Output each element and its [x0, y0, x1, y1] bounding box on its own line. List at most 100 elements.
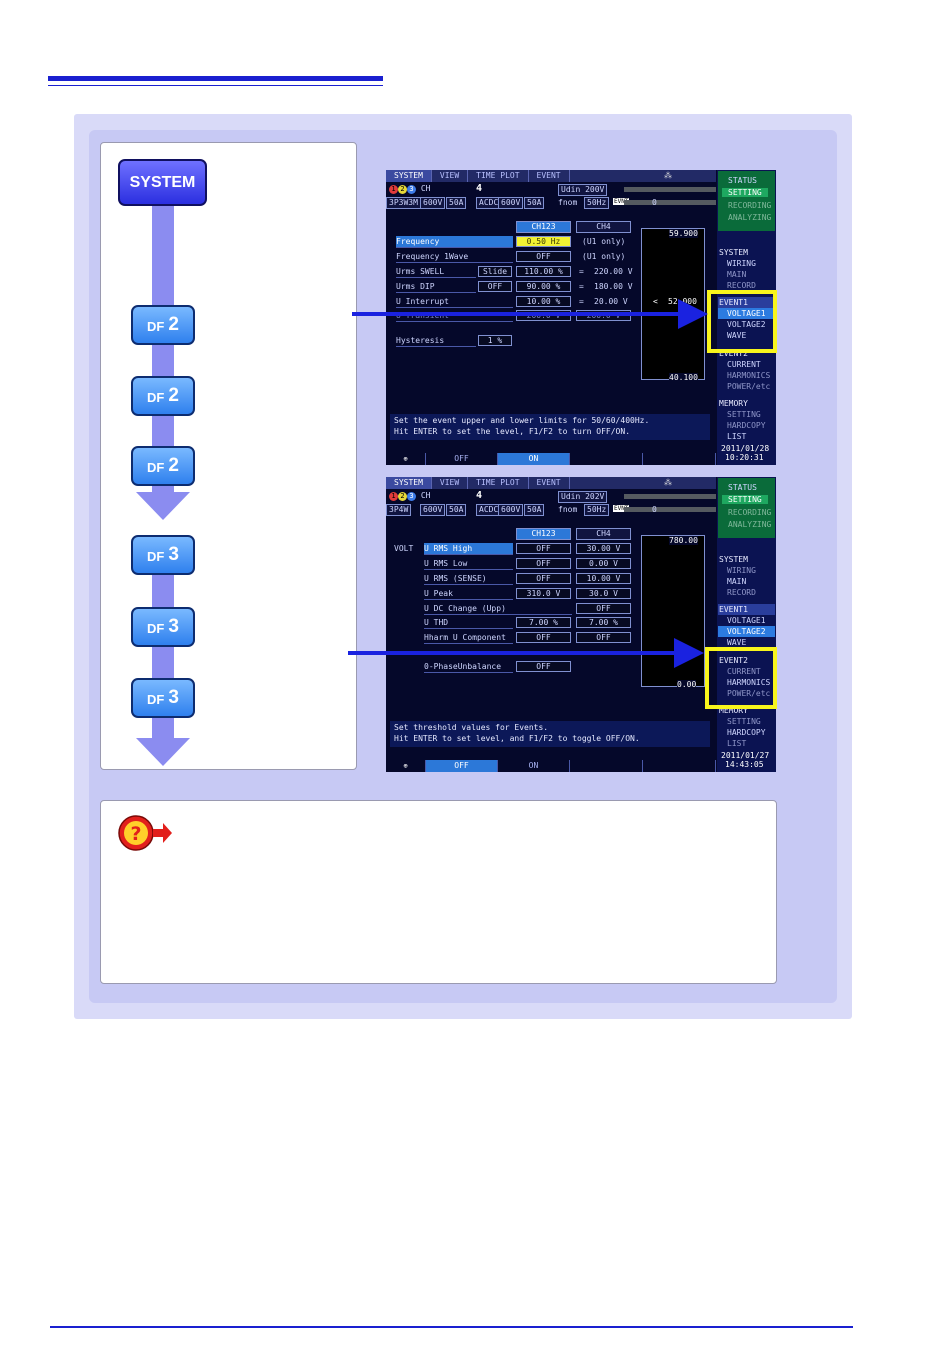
menu-memory-setting[interactable]: SETTING: [727, 410, 761, 419]
voltage-range: 600V: [420, 197, 446, 209]
menu-wave[interactable]: WAVE: [727, 331, 747, 340]
setting-item[interactable]: SETTING: [722, 495, 768, 504]
analyzing-item[interactable]: ANALYZING: [728, 213, 772, 222]
frequency-note: (U1 only): [582, 237, 626, 246]
u-thd-ch4-value[interactable]: 7.00 %: [576, 617, 631, 628]
u-interrupt-row[interactable]: U Interrupt: [396, 296, 513, 308]
menu-voltage2[interactable]: VOLTAGE2: [718, 626, 775, 637]
f3-button[interactable]: [570, 453, 643, 465]
menu-wiring[interactable]: WIRING: [727, 566, 756, 575]
menu-hardcopy[interactable]: HARDCOPY: [727, 421, 766, 430]
udin-value: Udin 202V: [558, 491, 608, 503]
urms-swell-value[interactable]: 110.00 %: [516, 266, 571, 277]
menu-hardcopy[interactable]: HARDCOPY: [727, 728, 766, 737]
menu-voltage1[interactable]: VOLTAGE1: [727, 616, 766, 625]
menu-voltage2[interactable]: VOLTAGE2: [727, 320, 766, 329]
event2-group: EVENT2 CURRENT HARMONICS POWER/etc: [718, 655, 775, 699]
menu-memory-setting[interactable]: SETTING: [727, 717, 761, 726]
tab-time-plot[interactable]: TIME PLOT: [468, 170, 529, 182]
u-interrupt-value[interactable]: 10.00 %: [516, 296, 571, 307]
recording-item[interactable]: RECORDING: [728, 508, 772, 517]
urms-dip-value[interactable]: 90.00 %: [516, 281, 571, 292]
current-range: 50A: [446, 504, 467, 516]
f1-off-button[interactable]: OFF: [426, 760, 498, 772]
u-rms-high-value[interactable]: OFF: [516, 543, 571, 554]
u-rms-sense-value[interactable]: OFF: [516, 573, 571, 584]
hharm-u-value[interactable]: OFF: [516, 632, 571, 643]
menu-power[interactable]: POWER/etc: [727, 689, 771, 698]
screen-tabs: SYSTEM VIEW TIME PLOT EVENT: [386, 477, 716, 489]
menu-wave[interactable]: WAVE: [727, 638, 747, 647]
u-dc-change-row[interactable]: U DC Change (Upp): [424, 603, 572, 615]
f4-button[interactable]: [643, 453, 716, 465]
setting-item[interactable]: SETTING: [722, 188, 768, 197]
menu-current[interactable]: CURRENT: [727, 667, 761, 676]
voltage-range-ch4: 600V: [498, 504, 524, 516]
f2-on-button[interactable]: ON: [498, 760, 570, 772]
u-thd-row[interactable]: U THD: [424, 617, 513, 629]
tab-event[interactable]: EVENT: [529, 170, 570, 182]
tab-time-plot[interactable]: TIME PLOT: [468, 477, 529, 489]
wiring-value: 3P4W: [386, 504, 412, 516]
phase-unbalance-value[interactable]: OFF: [516, 661, 571, 672]
menu-wiring[interactable]: WIRING: [727, 259, 756, 268]
urms-dip-row[interactable]: Urms DIP: [396, 281, 476, 293]
u-rms-low-ch4-value[interactable]: 0.00 V: [576, 558, 631, 569]
ch3-badge: 3: [407, 492, 416, 501]
f4-button[interactable]: [643, 760, 716, 772]
u-rms-high-ch4-value[interactable]: 30.00 V: [576, 543, 631, 554]
system-group-title: SYSTEM: [719, 555, 748, 564]
ch4-number: 4: [476, 490, 483, 501]
u-dc-change-ch4-value[interactable]: OFF: [576, 603, 631, 614]
menu-harmonics[interactable]: HARMONICS: [727, 678, 771, 687]
hysteresis-value[interactable]: 1 %: [478, 335, 512, 346]
tab-system[interactable]: SYSTEM: [386, 170, 432, 182]
menu-record[interactable]: RECORD: [727, 281, 756, 290]
hharm-u-ch4-value[interactable]: OFF: [576, 632, 631, 643]
u-peak-value[interactable]: 310.0 V: [516, 588, 571, 599]
tab-event[interactable]: EVENT: [529, 477, 570, 489]
u-peak-row[interactable]: U Peak: [424, 588, 513, 600]
menu-record[interactable]: RECORD: [727, 588, 756, 597]
analyzing-item[interactable]: ANALYZING: [728, 520, 772, 529]
phase-unbalance-row[interactable]: 0-PhaseUnbalance: [424, 661, 513, 673]
menu-list[interactable]: LIST: [727, 432, 747, 441]
urms-dip-mode[interactable]: OFF: [478, 281, 512, 292]
status-block: STATUS SETTING RECORDING ANALYZING: [718, 171, 775, 231]
u-thd-value[interactable]: 7.00 %: [516, 617, 571, 628]
menu-harmonics[interactable]: HARMONICS: [727, 371, 771, 380]
menu-current[interactable]: CURRENT: [727, 360, 761, 369]
menu-voltage1[interactable]: VOLTAGE1: [718, 308, 775, 319]
time-value: 14:43:05: [725, 760, 764, 769]
recording-item[interactable]: RECORDING: [728, 201, 772, 210]
hysteresis-row[interactable]: Hysteresis: [396, 335, 476, 347]
u-rms-sense-ch4-value[interactable]: 10.00 V: [576, 573, 631, 584]
u-rms-sense-row[interactable]: U RMS (SENSE): [424, 573, 513, 585]
u-rms-low-value[interactable]: OFF: [516, 558, 571, 569]
menu-list[interactable]: LIST: [727, 739, 747, 748]
f3-button[interactable]: [570, 760, 643, 772]
frequency-row[interactable]: Frequency: [396, 236, 513, 248]
urms-swell-row[interactable]: Urms SWELL: [396, 266, 476, 278]
f1-off-button[interactable]: OFF: [426, 453, 498, 465]
u-rms-low-row[interactable]: U RMS Low: [424, 558, 513, 570]
frequency-1wave-row[interactable]: Frequency 1Wave: [396, 251, 513, 263]
menu-main[interactable]: MAIN: [727, 577, 747, 586]
u-peak-ch4-value[interactable]: 30.0 V: [576, 588, 631, 599]
tab-system[interactable]: SYSTEM: [386, 477, 432, 489]
tab-view[interactable]: VIEW: [432, 170, 469, 182]
frequency-1wave-value[interactable]: OFF: [516, 251, 571, 262]
menu-power[interactable]: POWER/etc: [727, 382, 771, 391]
hharm-u-row[interactable]: Hharm U Component: [424, 632, 513, 644]
status-indicator-icon: ⁂: [664, 171, 672, 180]
f2-on-button[interactable]: ON: [498, 453, 570, 465]
df-label: DF: [147, 621, 165, 636]
menu-main[interactable]: MAIN: [727, 270, 747, 279]
frequency-value[interactable]: 0.50 Hz: [516, 236, 571, 247]
u-rms-high-row[interactable]: U RMS High: [424, 543, 513, 555]
date-value: 2011/01/27: [721, 751, 770, 760]
urms-swell-mode[interactable]: Slide: [478, 266, 512, 277]
tab-view[interactable]: VIEW: [432, 477, 469, 489]
memory-group: MEMORY SETTING HARDCOPY LIST: [718, 398, 775, 442]
